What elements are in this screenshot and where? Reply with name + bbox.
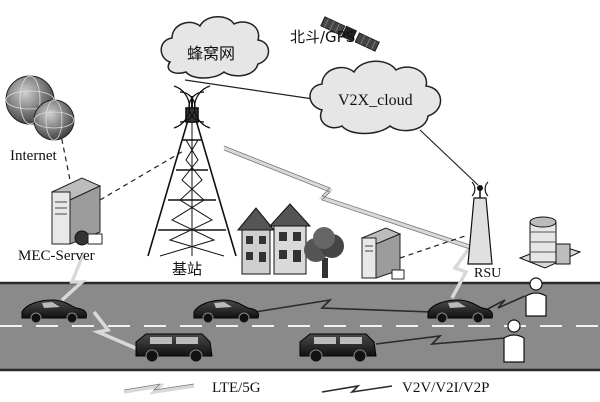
tower-icon <box>147 85 237 257</box>
beidou-gps-label: 北斗/GPS <box>290 26 355 47</box>
lte-links <box>60 146 477 352</box>
server-icon <box>360 227 405 280</box>
v2x-links <box>254 295 526 345</box>
mec-server-label: MEC-Server <box>18 248 95 264</box>
cloud-links <box>184 79 479 186</box>
cellular-network-label: 蜂窝网 <box>187 44 236 63</box>
beidou-gps-text: 北斗/GPS <box>290 28 356 46</box>
legend-v2x-label: V2V/V2I/V2P <box>402 380 490 396</box>
lte-links-outline <box>223 145 471 250</box>
internet-label: Internet <box>10 148 57 164</box>
legend-lte-mark <box>123 383 195 395</box>
wired-links <box>59 129 469 259</box>
v2x-cloud <box>309 60 442 135</box>
legend-lte-label: LTE/5G <box>212 380 261 396</box>
base-station-label: 基站 <box>172 260 203 278</box>
person-icon <box>503 319 525 363</box>
tree-icon <box>304 227 344 278</box>
rsu-label: RSU <box>474 266 502 281</box>
car-icon <box>427 299 493 324</box>
car-icon <box>21 299 87 324</box>
antenna-icon <box>467 181 493 265</box>
v2x-cloud-label: V2X_cloud <box>338 92 413 109</box>
globe-icon <box>5 75 75 141</box>
building-icon <box>518 216 582 269</box>
car-icon <box>135 333 213 363</box>
person-icon <box>525 277 547 317</box>
server-icon <box>50 177 103 246</box>
legend-v2x-mark <box>321 384 393 394</box>
cellular-cloud <box>160 16 270 79</box>
satellite-icon <box>320 16 380 52</box>
house-icon <box>236 203 312 275</box>
car-icon <box>193 299 259 324</box>
car-icon <box>299 333 377 363</box>
